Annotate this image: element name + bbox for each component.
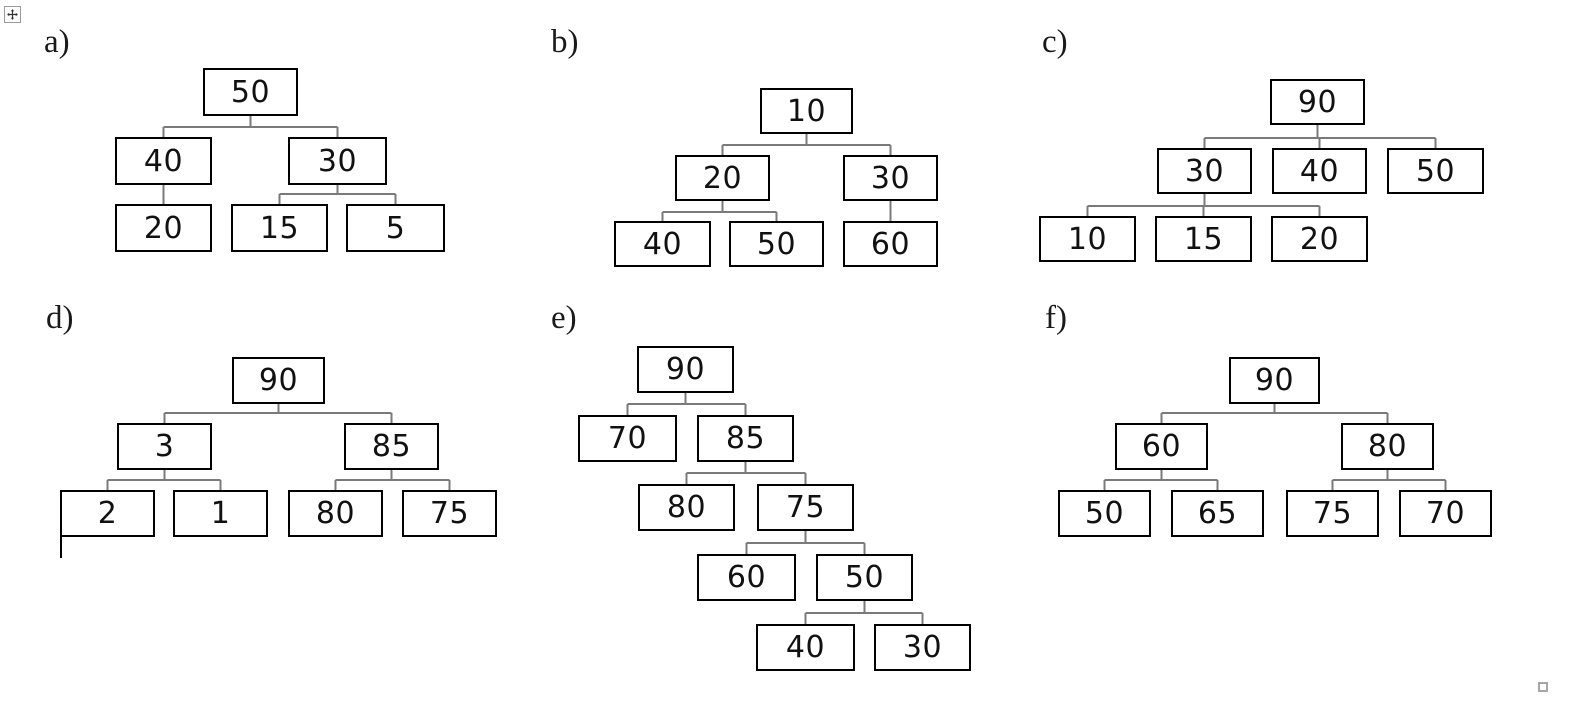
tree-node[interactable]: 70	[1399, 490, 1492, 537]
panel-label-c: c)	[1042, 24, 1068, 60]
tree-node[interactable]: 80	[638, 484, 735, 531]
tree-node[interactable]: 80	[1341, 423, 1434, 470]
panel-label-d: d)	[46, 300, 74, 336]
tree-node[interactable]: 85	[697, 415, 794, 462]
tree-node[interactable]: 90	[637, 346, 734, 393]
tree-node[interactable]: 40	[614, 221, 711, 267]
panel-label-a: a)	[44, 24, 70, 60]
tree-node[interactable]: 80	[288, 490, 383, 537]
tree-node[interactable]: 10	[1039, 216, 1136, 262]
tree-node[interactable]: 60	[843, 221, 938, 267]
tree-node[interactable]: 90	[1229, 357, 1320, 404]
tree-node[interactable]: 50	[729, 221, 824, 267]
tree-node[interactable]: 20	[115, 204, 212, 252]
tree-node[interactable]: 40	[1272, 148, 1367, 194]
tree-node[interactable]: 40	[115, 137, 212, 185]
tree-node[interactable]: 75	[402, 490, 497, 537]
tree-node[interactable]: 20	[1271, 216, 1368, 262]
tree-node[interactable]: 5	[346, 204, 445, 252]
move-object-handle[interactable]	[4, 6, 21, 23]
tree-node[interactable]: 70	[578, 415, 677, 462]
move-cross-icon	[7, 9, 18, 20]
tree-node[interactable]: 30	[874, 624, 971, 671]
tree-node[interactable]: 75	[1286, 490, 1379, 537]
panel-label-b: b)	[551, 24, 579, 60]
tree-node[interactable]: 40	[756, 624, 855, 671]
tree-node[interactable]: 60	[1115, 423, 1208, 470]
tree-node[interactable]: 30	[843, 155, 938, 201]
tree-node[interactable]: 90	[232, 357, 325, 404]
tree-node[interactable]: 50	[816, 554, 913, 601]
tree-node[interactable]: 2	[60, 490, 155, 537]
panel-label-e: e)	[551, 300, 577, 336]
tree-node[interactable]: 3	[117, 423, 212, 470]
tree-node[interactable]: 60	[697, 554, 796, 601]
tree-node[interactable]: 30	[1157, 148, 1252, 194]
tree-node[interactable]: 50	[1058, 490, 1151, 537]
tree-node[interactable]: 50	[203, 68, 298, 116]
tree-node[interactable]: 1	[173, 490, 268, 537]
tree-node[interactable]: 15	[1155, 216, 1252, 262]
tree-node[interactable]: 30	[288, 137, 387, 185]
tree-node[interactable]: 10	[760, 88, 853, 134]
tree-node[interactable]: 50	[1387, 148, 1484, 194]
tree-node[interactable]: 85	[344, 423, 439, 470]
tree-node[interactable]: 15	[231, 204, 328, 252]
panel-label-f: f)	[1045, 300, 1067, 336]
tree-node[interactable]: 75	[757, 484, 854, 531]
tree-node[interactable]: 90	[1270, 79, 1365, 125]
resize-object-handle[interactable]	[1538, 682, 1548, 692]
tree-node[interactable]: 20	[675, 155, 770, 201]
tree-node[interactable]: 65	[1171, 490, 1264, 537]
